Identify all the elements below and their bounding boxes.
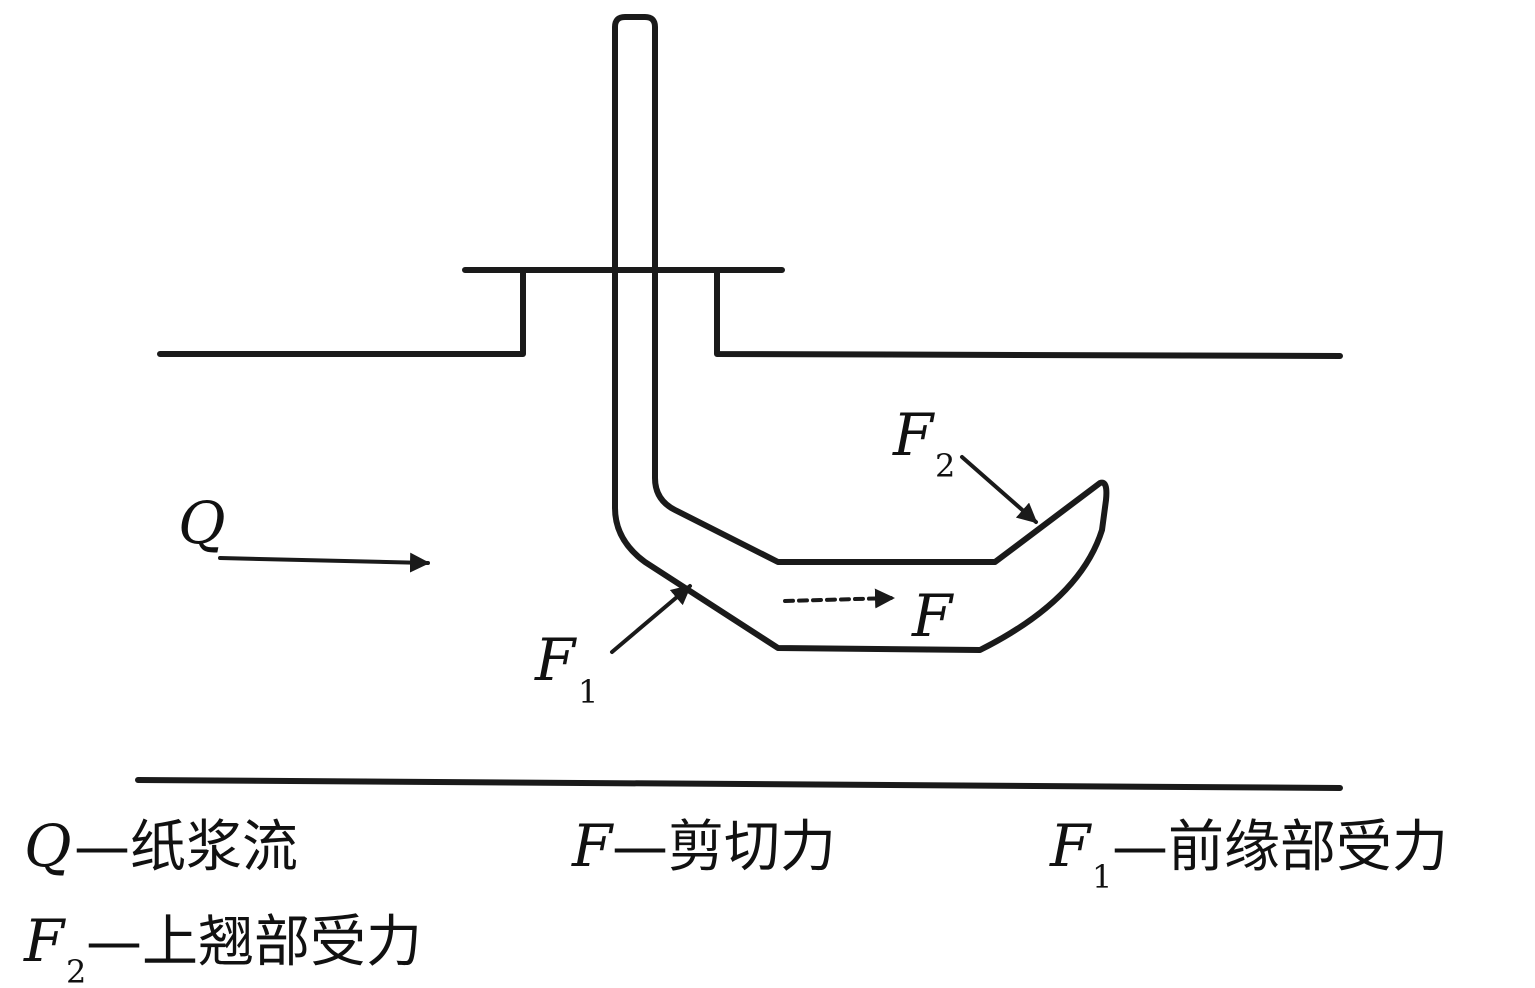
label-f2: F [892, 401, 935, 469]
label-f2-sub: 2 [935, 447, 955, 485]
svg-text:2: 2 [66, 953, 86, 988]
svg-text:—剪切力: —剪切力 [612, 815, 836, 880]
shear-force-arrow-f: F [783, 582, 954, 650]
probe-shaft [612, 14, 1110, 653]
label-f: F [911, 582, 954, 650]
legend-item-f: F —剪切力 [571, 812, 836, 880]
bottom-wall [135, 777, 1343, 791]
svg-text:—上翘部受力: —上翘部受力 [86, 910, 422, 975]
label-q: Q [178, 489, 226, 557]
svg-text:1: 1 [1092, 858, 1112, 896]
probe [612, 14, 1110, 653]
svg-text:—纸浆流: —纸浆流 [74, 815, 298, 880]
label-f1: F [534, 626, 577, 694]
legend-item-f1: F 1 —前缘部受力 [1049, 812, 1448, 896]
svg-text:F: F [1049, 812, 1092, 880]
legend: Q —纸浆流 F —剪切力 F 1 —前缘部受力 F 2 —上翘部受力 [23, 812, 1448, 988]
front-edge-force-arrow: F 1 [534, 584, 692, 711]
top-wall [157, 267, 1343, 359]
flow-arrow-q: Q [178, 489, 430, 573]
svg-text:F: F [23, 907, 66, 975]
svg-text:F: F [571, 812, 614, 880]
svg-text:—前缘部受力: —前缘部受力 [1112, 815, 1448, 880]
label-f1-sub: 1 [578, 673, 598, 711]
upturn-force-arrow: F 2 [892, 401, 1038, 524]
svg-text:Q: Q [24, 812, 72, 880]
channel [135, 267, 1343, 791]
legend-item-f2: F 2 —上翘部受力 [23, 907, 422, 988]
legend-item-q: Q —纸浆流 [24, 812, 298, 880]
